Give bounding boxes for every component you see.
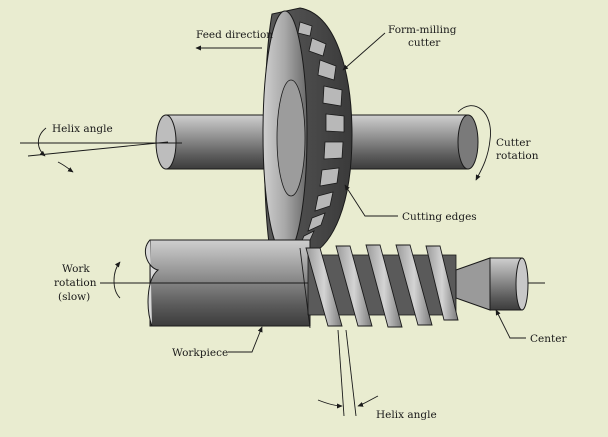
workpiece-leader xyxy=(228,326,263,353)
helix-angle-top-label: Helix angle xyxy=(52,123,113,135)
center-label: Center xyxy=(530,333,567,345)
cutting-edges-label: Cutting edges xyxy=(402,211,477,223)
form-milling-cutter-label-line2: cutter xyxy=(408,37,441,49)
cutter-rotation-label-line2: rotation xyxy=(496,150,539,162)
feed-direction-label: Feed direction xyxy=(196,29,273,41)
center-leader xyxy=(495,309,526,339)
cutter-teeth xyxy=(297,21,345,246)
workpiece-label: Workpiece xyxy=(172,347,228,359)
helix-angle-top-marker xyxy=(27,127,169,173)
helix-angle-bottom-marker xyxy=(317,329,379,417)
form-milling-cutter xyxy=(262,7,353,259)
cutting-edges-leader xyxy=(344,184,398,217)
workpiece-center xyxy=(455,257,529,311)
work-rotation-label-line2: rotation xyxy=(54,277,97,289)
work-rotation-arrow xyxy=(113,261,121,299)
work-rotation-label-line3: (slow) xyxy=(58,291,90,303)
cutter-rotation-arrow xyxy=(457,105,491,181)
threaded-section xyxy=(299,244,459,329)
cutter-leader xyxy=(342,32,386,71)
cutter-rotation-label-line1: Cutter xyxy=(496,137,531,149)
workpiece-shaft xyxy=(100,239,545,327)
work-rotation-label-line1: Work xyxy=(62,263,90,275)
helix-angle-bottom-label: Helix angle xyxy=(376,409,437,421)
form-milling-cutter-label-line1: Form-milling xyxy=(388,24,457,36)
